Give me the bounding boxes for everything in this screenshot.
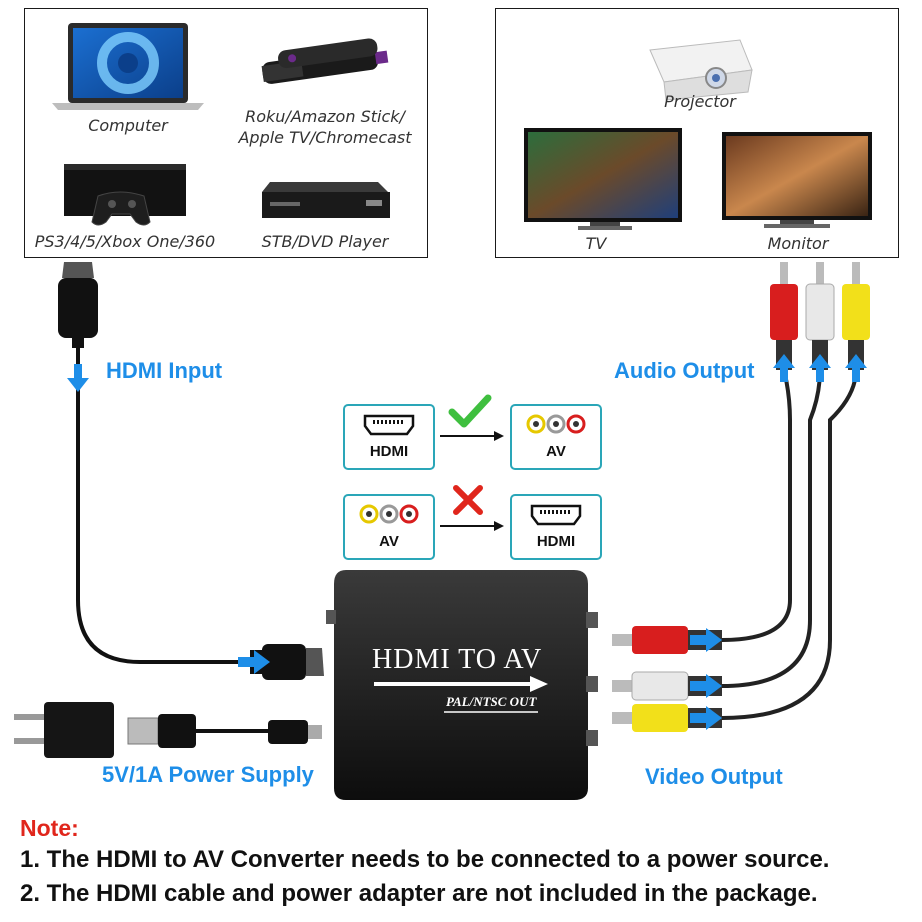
label-computer: Computer <box>88 116 168 135</box>
hdmi-input-arrow-icon <box>67 364 89 392</box>
hdmi-port-icon <box>363 414 415 436</box>
out-white-arrow-icon <box>690 674 722 698</box>
hdmi-source-label: HDMI <box>369 443 409 460</box>
power-supply-label: 5V/1A Power Supply <box>102 762 314 787</box>
label-streaming-stick-line2: Apple TV/Chromecast <box>238 128 412 147</box>
av-source-box: AV <box>343 494 435 560</box>
arrow-hdmi-to-av-icon <box>440 431 504 441</box>
hdmi-port-icon <box>530 504 582 526</box>
out-yellow-arrow-icon <box>690 706 722 730</box>
converter-box <box>326 570 598 800</box>
note-line-1: 1. The HDMI to AV Converter needs to be … <box>20 846 830 873</box>
video-output-label: Video Output <box>645 764 783 789</box>
av-target-label: AV <box>546 443 566 460</box>
video-arrow-up-icon <box>845 354 867 382</box>
label-game-console: PS3/4/5/Xbox One/360 <box>34 232 216 251</box>
power-adapter-icon <box>14 702 114 758</box>
device-subtitle: PAL/NTSC OUT <box>446 694 537 709</box>
usb-power-cable <box>127 714 322 748</box>
cross-mark-icon <box>453 485 483 515</box>
rca-ports-icon <box>359 504 419 524</box>
audio-output-label: Audio Output <box>614 358 755 383</box>
hdmi-target-label: HDMI <box>536 533 576 550</box>
av-target-box: AV <box>510 404 602 470</box>
label-set-top-box: STB/DVD Player <box>261 232 389 251</box>
check-mark-icon <box>448 394 492 428</box>
hdmi-in-arrow-icon <box>238 650 270 674</box>
label-streaming-stick-line1: Roku/Amazon Stick/ <box>245 107 405 126</box>
audio-left-arrow-icon <box>773 354 795 382</box>
label-projector: Projector <box>664 92 736 111</box>
hdmi-source-box: HDMI <box>343 404 435 470</box>
hdmi-input-cable <box>58 262 324 680</box>
out-red-arrow-icon <box>690 628 722 652</box>
label-monitor: Monitor <box>767 234 829 253</box>
note-title: Note: <box>20 815 79 841</box>
device-title: HDMI TO AV <box>372 644 543 675</box>
arrow-av-to-hdmi-icon <box>440 521 504 531</box>
note-line-2: 2. The HDMI cable and power adapter are … <box>20 880 818 907</box>
rca-ports-icon <box>526 414 586 434</box>
audio-right-arrow-icon <box>809 354 831 382</box>
label-tv: TV <box>585 234 607 253</box>
rca-output-cables <box>612 262 870 732</box>
av-source-label: AV <box>379 533 399 550</box>
hdmi-target-box: HDMI <box>510 494 602 560</box>
display-devices-panel <box>495 8 899 258</box>
hdmi-input-label: HDMI Input <box>106 358 223 383</box>
